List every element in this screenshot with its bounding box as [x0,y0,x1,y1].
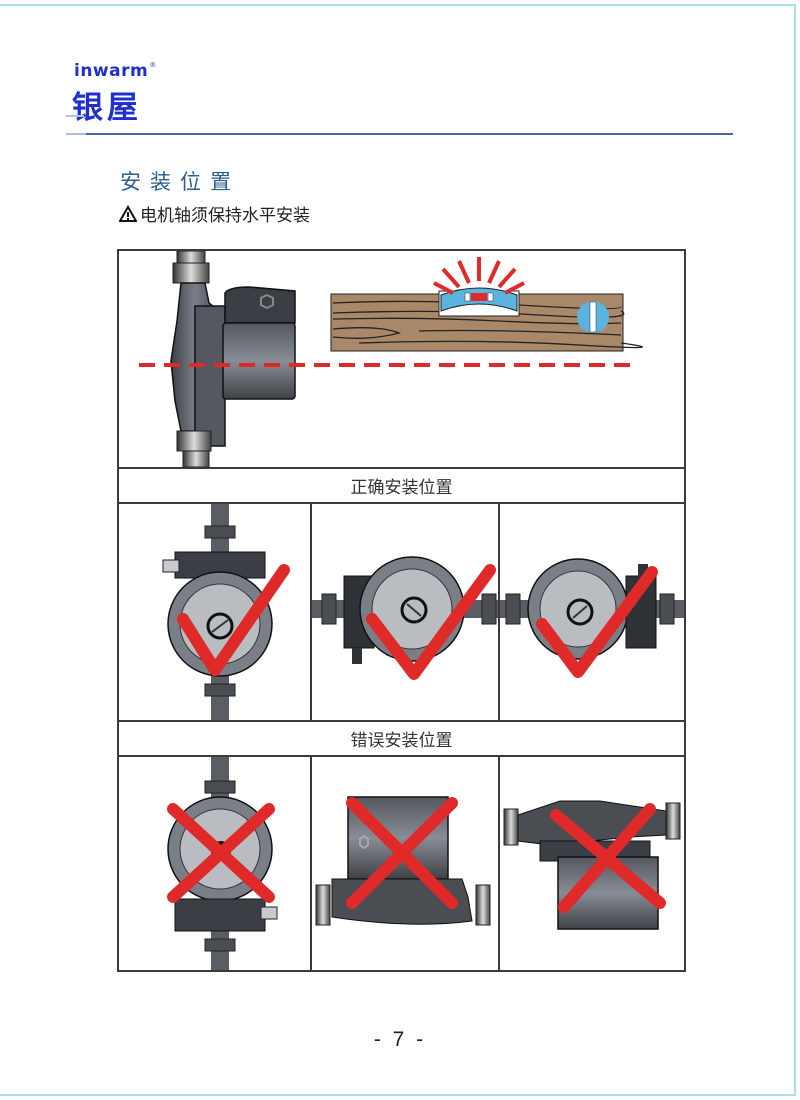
correct-cell-3 [500,504,684,720]
top-panel-horizontal-shaft [119,251,684,467]
installation-figure-table: 正确安装位置 [117,249,686,972]
subtitle-text: 电机轴须保持水平安装 [140,206,310,226]
wrong-cell-2 [312,757,498,970]
divider [119,467,684,469]
divider [310,757,312,970]
registered-mark: ® [149,61,157,69]
page-frame [0,4,796,1096]
section-title: 安装位置 [120,170,240,194]
header-divider [66,133,733,135]
spirit-level-board [330,257,643,352]
header-divider-fade [66,133,86,135]
page-number: - 7 - [373,1028,427,1051]
pump-level-illustration [139,251,643,467]
divider [119,720,684,722]
warning-triangle-icon [119,204,137,222]
divider [119,755,684,757]
divider [310,504,312,720]
wrong-cell-3 [500,757,684,970]
check-icon [366,564,496,680]
brand-logo-cn: 银屋 [72,90,142,126]
wrong-position-label: 错误安装位置 [350,731,453,751]
correct-position-label: 正确安装位置 [350,478,453,498]
divider [498,504,500,720]
brand-logo-en: inwarm® [74,61,157,81]
correct-cell-2 [312,504,498,720]
correct-cell-1 [119,504,310,720]
section-subtitle: 电机轴须保持水平安装 [119,201,310,226]
pump-side-view [170,251,296,467]
check-icon [536,566,658,678]
divider [119,502,684,504]
logo-accent-line [66,115,84,117]
wrong-cell-1 [119,757,310,970]
check-icon [177,564,290,676]
divider [498,757,500,970]
